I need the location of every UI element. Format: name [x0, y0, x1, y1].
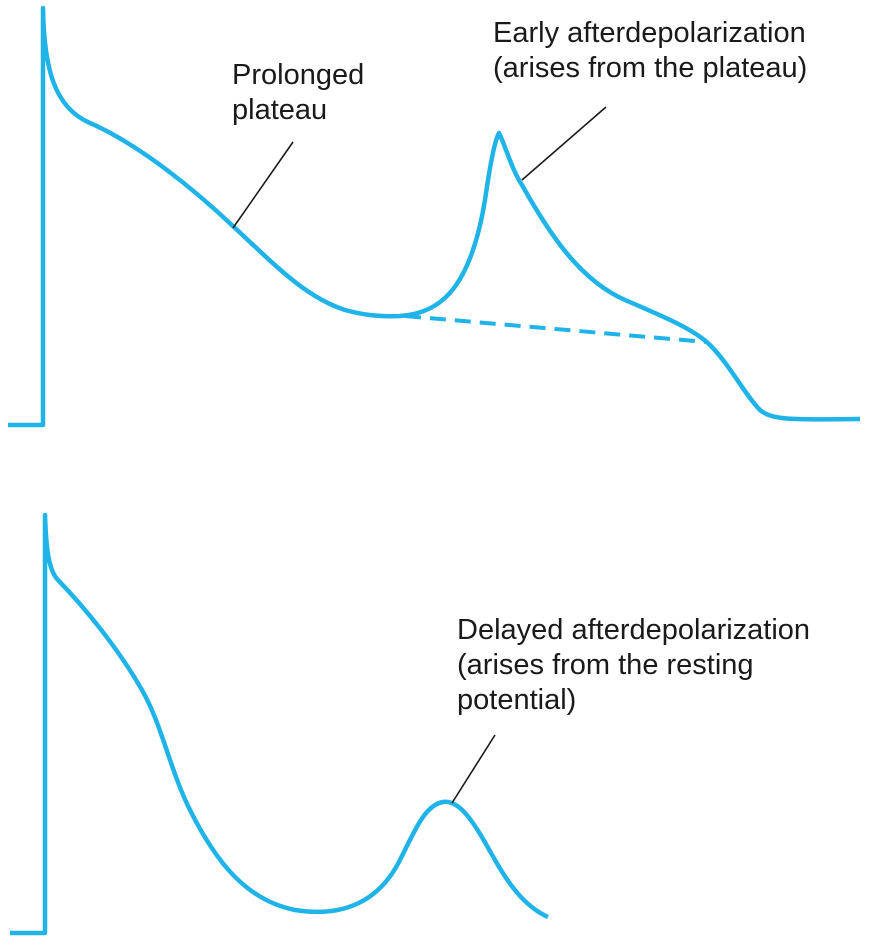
dad-label: Delayed afterdepolarization (arises from…	[457, 613, 810, 718]
dad-label-line3: potential)	[457, 684, 577, 716]
top-plateau-continuation-dashed	[404, 314, 707, 344]
dad-label-line1: Delayed afterdepolarization	[457, 614, 811, 646]
top-panel	[8, 5, 861, 428]
dad-label-line2: (arises from the resting	[457, 649, 754, 681]
top-action-potential-trace	[8, 5, 861, 428]
ead-label: Early afterdepolarization (arises from t…	[493, 16, 807, 86]
plateau-label-line1: Prolonged	[232, 59, 365, 91]
ead-label-line2: (arises from the plateau)	[493, 52, 808, 84]
plateau-label: Prolonged plateau	[232, 58, 364, 128]
dad-leader-line	[451, 734, 496, 804]
ead-leader-line	[521, 106, 607, 181]
plateau-leader-line	[232, 141, 294, 229]
plateau-label-line2: plateau	[232, 94, 328, 126]
bottom-action-potential-trace	[10, 512, 549, 936]
bottom-panel	[10, 512, 549, 936]
ead-label-line1: Early afterdepolarization	[493, 17, 806, 49]
